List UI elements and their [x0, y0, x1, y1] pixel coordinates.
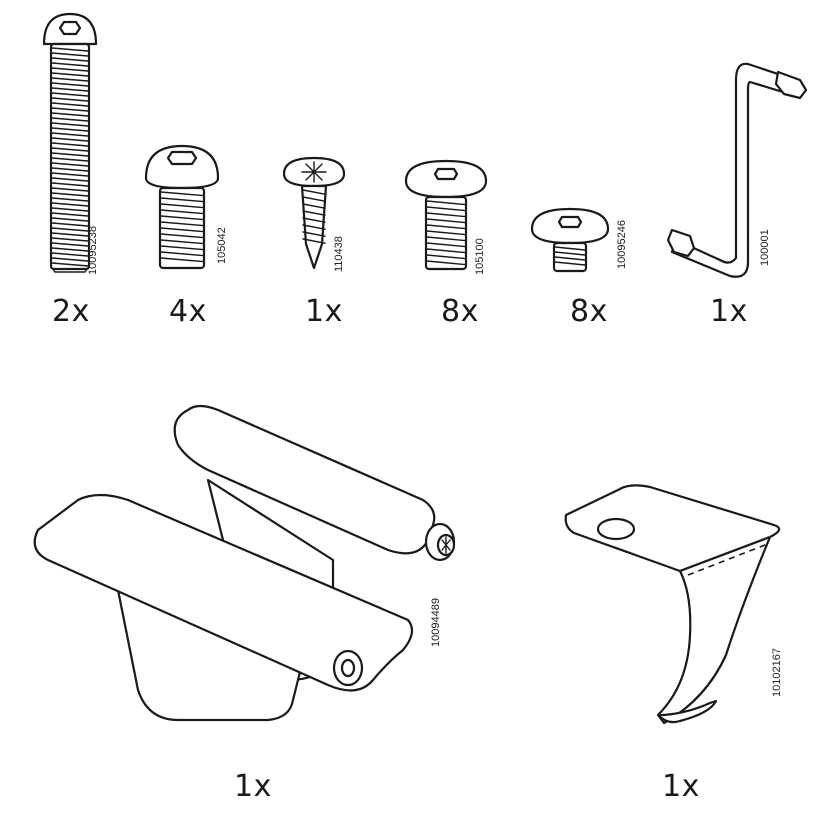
- part-quantity: 1x: [305, 294, 343, 329]
- part-quantity: 2x: [52, 294, 90, 329]
- part-110438: 110438 1x: [280, 152, 370, 332]
- wood-screw-icon: [282, 156, 346, 270]
- part-100001: 100001 1x: [666, 50, 808, 333]
- button-head-bolt-icon: [144, 144, 220, 270]
- part-code: 110438: [333, 236, 345, 272]
- part-10102167: 10102167 1x: [560, 484, 800, 805]
- part-code: 10095238: [87, 226, 99, 275]
- part-code: 105042: [216, 227, 228, 264]
- part-10094489: 10094489 1x: [28, 400, 468, 805]
- hinge-bracket-icon: [33, 404, 456, 722]
- part-quantity: 1x: [710, 294, 748, 329]
- flange-bolt-icon: [404, 159, 488, 271]
- part-code: 100001: [759, 229, 771, 266]
- long-hex-bolt-icon: [42, 12, 98, 273]
- part-quantity: 1x: [234, 769, 272, 804]
- hex-key-icon: [666, 62, 808, 278]
- part-105100: 105100 8x: [400, 155, 510, 333]
- part-code: 10094489: [430, 598, 442, 647]
- metal-clip-icon: [564, 484, 781, 725]
- part-code: 10102167: [771, 648, 783, 697]
- part-quantity: 8x: [441, 294, 479, 329]
- part-105042: 105042 4x: [140, 140, 240, 330]
- part-quantity: 4x: [169, 294, 207, 329]
- part-code: 105100: [474, 238, 486, 275]
- part-10095238: 10095238 2x: [30, 10, 110, 330]
- part-code: 10095246: [616, 220, 628, 269]
- part-10095246: 10095246 8x: [528, 205, 638, 333]
- part-quantity: 8x: [570, 294, 608, 329]
- part-quantity: 1x: [662, 769, 700, 804]
- short-flange-bolt-icon: [530, 207, 610, 273]
